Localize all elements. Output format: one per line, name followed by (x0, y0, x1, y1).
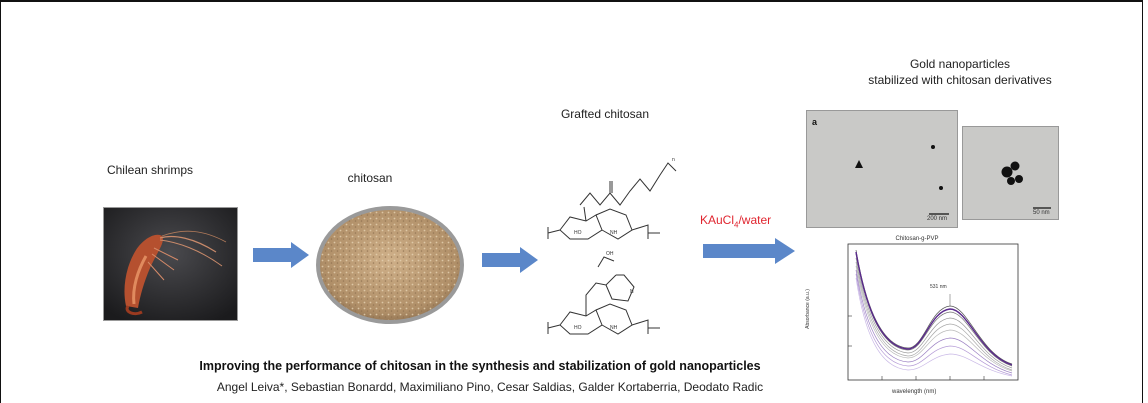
uv-vis-spectrum: Chitosan-g-PVP 531 nm wavelength (nm) Ab… (805, 236, 1032, 402)
spectrum-title: Chitosan-g-PVP (895, 236, 939, 242)
tem-panel-letter: a (812, 117, 818, 127)
tem-image-small: 50 nm (962, 126, 1059, 220)
svg-text:n: n (672, 157, 675, 163)
caption-authors: Angel Leiva*, Sebastian Bonardd, Maximil… (216, 380, 764, 394)
reagent-label: KAuCl4/water (700, 213, 772, 230)
svg-text:HO: HO (574, 325, 582, 331)
svg-text:NH: NH (610, 325, 618, 331)
spectrum-ylabel: Absorbance (a.u.) (804, 289, 811, 329)
arrow-3 (703, 238, 795, 264)
label-chitosan: chitosan (347, 171, 393, 185)
arrow-1 (253, 242, 309, 268)
arrow-2 (482, 247, 538, 273)
spectrum-peak-label: 531 nm (930, 284, 947, 290)
svg-text:N: N (630, 289, 634, 295)
chitosan-powder-dish (316, 206, 464, 324)
caption-title: Improving the performance of chitosan in… (199, 359, 761, 373)
tem-scale-left: 200 nm (927, 216, 948, 222)
grafted-chitosan-structures: n HO NH HO NH N OH (547, 157, 677, 335)
svg-text:HO: HO (574, 230, 582, 236)
svg-text:NH: NH (610, 230, 618, 236)
svg-text:OH: OH (606, 251, 614, 257)
tem-image-large: a 200 nm (806, 110, 958, 228)
label-gold-nanoparticles: Gold nanoparticles stabilized with chito… (868, 57, 1052, 87)
label-shrimps: Chilean shrimps (106, 163, 194, 177)
spectrum-xlabel: wavelength (nm) (892, 389, 937, 395)
shrimp-photo (103, 207, 238, 321)
label-grafted-chitosan: Grafted chitosan (560, 107, 650, 121)
tem-scale-right: 50 nm (1033, 210, 1050, 216)
